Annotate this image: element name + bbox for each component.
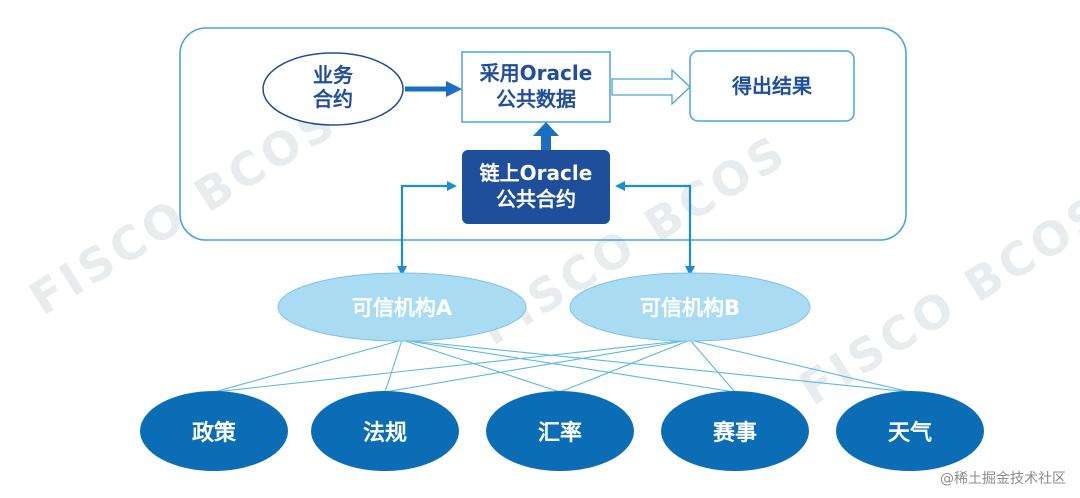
business-to-data-arrowhead (446, 81, 462, 97)
source-label: 政策 (192, 420, 237, 446)
business-contract-node (262, 52, 404, 126)
source-node (140, 391, 288, 471)
result-node (689, 50, 855, 122)
source-node (661, 391, 809, 471)
trusted-org-a-label: 可信机构A (352, 296, 453, 320)
trusted-b-to-contract-connector (615, 181, 695, 276)
source-label: 汇率 (538, 420, 582, 446)
data-sources: 政策 法规 汇率 赛事 天气 (140, 391, 984, 471)
contract-to-data-arrowhead (533, 122, 559, 136)
trusted-org-b-label: 可信机构B (640, 296, 740, 320)
trusted-org-a-node (277, 272, 527, 342)
source-label: 天气 (888, 420, 932, 446)
business-contract-label: 业务合约 (313, 63, 354, 111)
source-node (836, 391, 984, 471)
trusted-a-to-contract-connector (397, 181, 457, 276)
onchain-frame (179, 27, 907, 241)
data-to-result-arrow (611, 68, 691, 106)
footer-watermark: @稀土掘金技术社区 (940, 471, 1066, 487)
trusted-org-b-node (569, 272, 811, 342)
source-connection-lines (213, 339, 911, 393)
source-label: 法规 (363, 421, 407, 446)
oracle-public-data-node (461, 51, 611, 123)
source-node (486, 391, 634, 471)
result-label: 得出结果 (731, 74, 812, 98)
source-label: 赛事 (712, 420, 757, 446)
source-node (311, 391, 459, 471)
onchain-oracle-contract-node (462, 150, 610, 224)
contract-to-data-arrow (541, 134, 551, 152)
